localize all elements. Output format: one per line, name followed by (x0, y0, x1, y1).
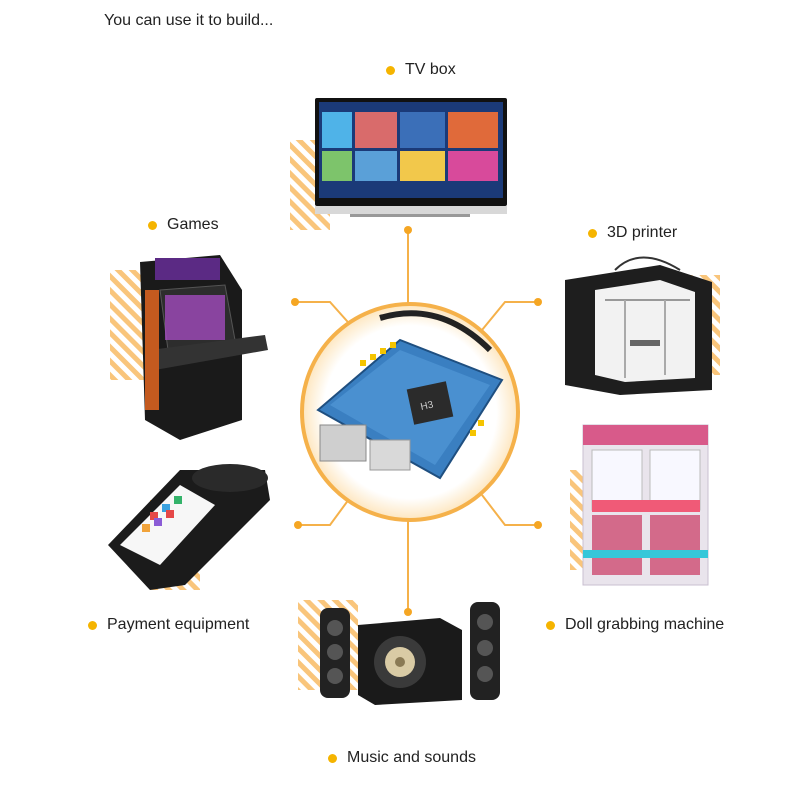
speaker-system-icon (298, 600, 500, 705)
label-text: Payment equipment (107, 616, 250, 633)
bullet-icon (328, 753, 337, 763)
claw-machine-icon (570, 424, 709, 586)
bullet-icon (386, 65, 395, 75)
label-tv-box: TV box (386, 61, 456, 79)
bullet-icon (588, 228, 597, 238)
label-3d-printer: 3D printer (588, 224, 677, 242)
label-text: Doll grabbing machine (565, 616, 725, 633)
label-games: Games (148, 216, 219, 234)
label-text: Music and sounds (347, 749, 476, 766)
label-music-and-sounds: Music and sounds (328, 749, 476, 767)
arcade-cabinet-icon (110, 255, 268, 440)
page-heading: You can use it to build... (104, 12, 274, 29)
label-text: TV box (405, 61, 456, 78)
3d-printer-icon (565, 256, 720, 395)
connector-dots (291, 226, 542, 616)
bullet-icon (546, 620, 555, 630)
tv-icon (290, 98, 507, 230)
center-board-circle: H3 (300, 302, 520, 522)
bullet-icon (88, 620, 97, 630)
chip-label: H3 (420, 399, 435, 413)
payment-terminal-icon (108, 464, 270, 590)
label-payment-equipment: Payment equipment (88, 616, 249, 634)
single-board-computer-icon: H3 (316, 310, 504, 480)
label-doll-grabbing-machine: Doll grabbing machine (546, 616, 724, 634)
bullet-icon (148, 220, 157, 230)
connector-lines (295, 232, 538, 612)
label-text: 3D printer (607, 224, 678, 241)
label-text: Games (167, 216, 219, 233)
